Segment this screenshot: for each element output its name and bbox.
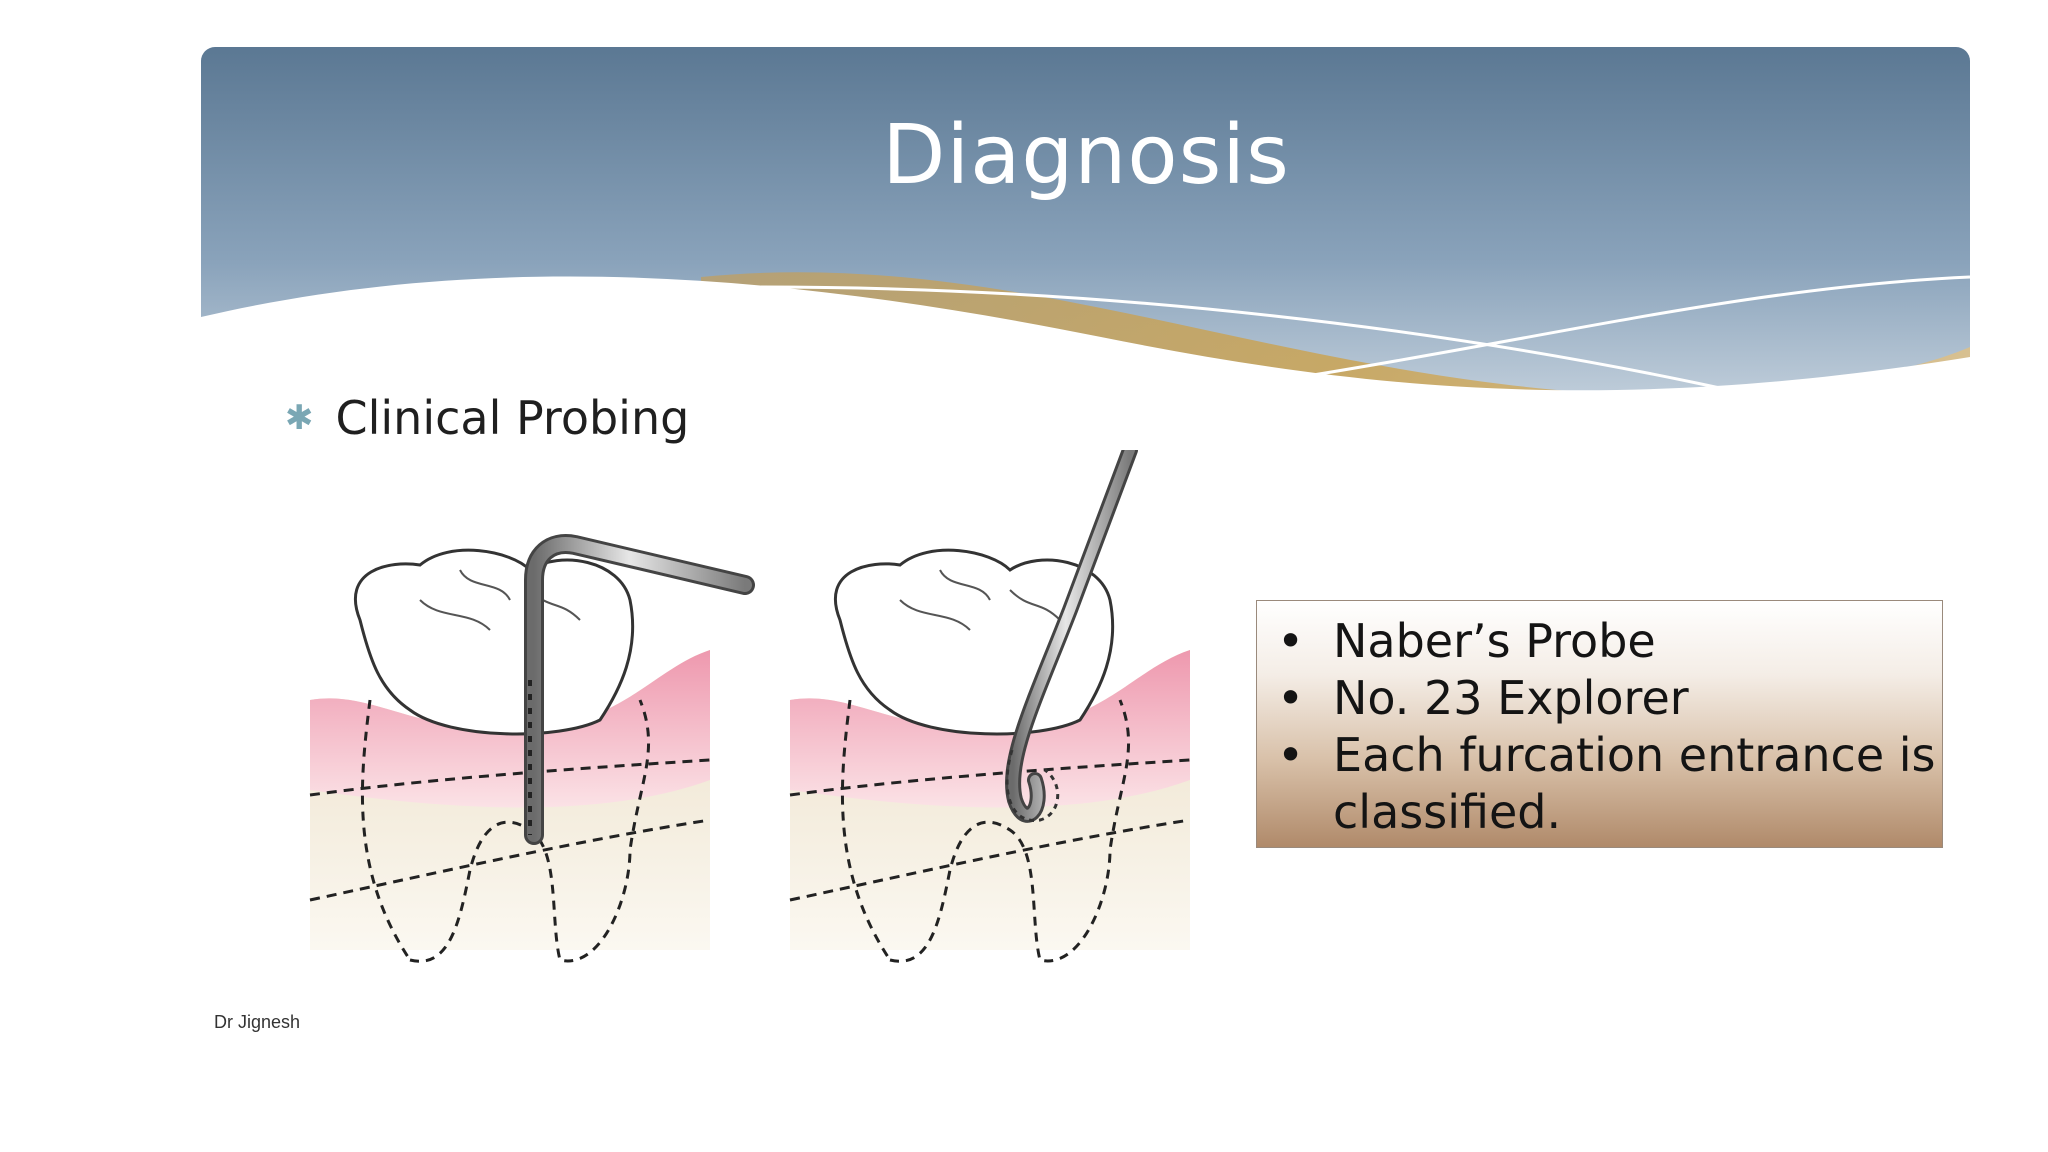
title-banner xyxy=(201,47,1970,407)
right-tooth-diagram xyxy=(789,450,1191,963)
author-credit: Dr Jignesh xyxy=(214,1012,301,1032)
slide-title: Diagnosis xyxy=(882,108,1290,203)
list-item: Each furcation entrance is classified. xyxy=(1275,727,1942,841)
bullet-label: Clinical Probing xyxy=(335,391,690,445)
asterisk-icon: ✱ xyxy=(285,398,314,438)
bullet-item: ✱ Clinical Probing xyxy=(285,388,689,448)
furcation-probing-illustration xyxy=(309,450,1191,963)
list-item: No. 23 Explorer xyxy=(1275,670,1942,727)
list-item: Naber’s Probe xyxy=(1275,613,1942,670)
banner-wave-graphic xyxy=(201,47,1970,407)
left-tooth-diagram xyxy=(309,534,755,963)
instrument-list: Naber’s Probe No. 23 Explorer Each furca… xyxy=(1275,613,1942,841)
instruments-box: Naber’s Probe No. 23 Explorer Each furca… xyxy=(1256,600,1943,848)
